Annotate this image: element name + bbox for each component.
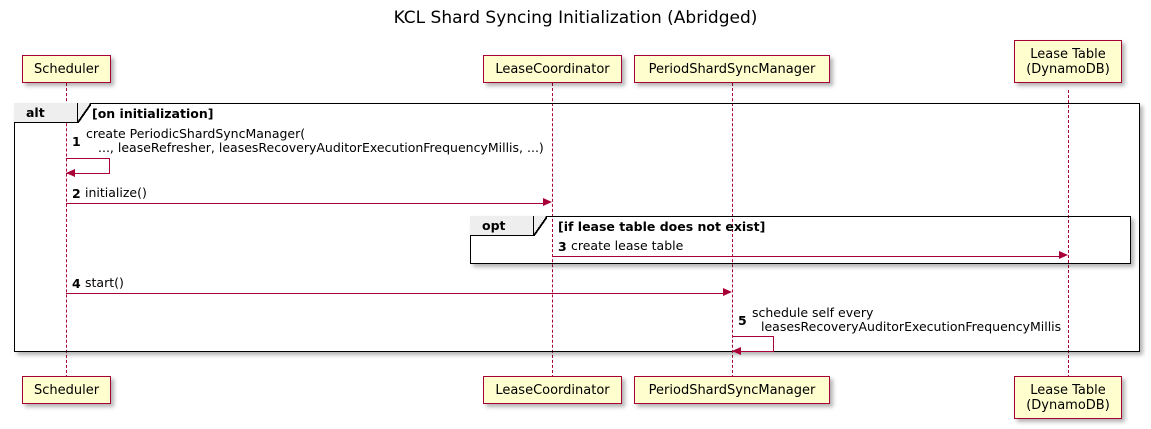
message-1-label-line2: ..., leaseRefresher, leasesRecoveryAudit… (98, 140, 544, 155)
participant-lease-table-bottom-label: Lease Table (DynamoDB) (1026, 382, 1110, 413)
message-5-arrow-head (732, 347, 741, 355)
participant-scheduler-top-label: Scheduler (33, 61, 100, 77)
message-4-arrow-head (723, 288, 732, 296)
message-1-label-line1: create PeriodicShardSyncManager( (86, 126, 306, 141)
participant-lease-coordinator-top[interactable]: LeaseCoordinator (483, 55, 622, 83)
lifeline-period-shard-sync-manager (732, 83, 733, 378)
message-2-number: 2 (72, 186, 81, 201)
message-3-label: create lease table (571, 238, 684, 253)
message-3-number: 3 (558, 239, 567, 254)
participant-period-shard-sync-manager-top[interactable]: PeriodShardSyncManager (634, 55, 830, 83)
alt-frame-label: alt (26, 105, 45, 120)
opt-frame-label: opt (482, 218, 506, 233)
message-1-self-call (66, 158, 110, 174)
message-2-line (66, 203, 543, 204)
alt-frame-tab-notch-stroke (77, 103, 91, 123)
message-3-arrow-head (1059, 251, 1068, 259)
participant-period-shard-sync-manager-top-label: PeriodShardSyncManager (648, 61, 816, 77)
participant-lease-coordinator-bottom-label: LeaseCoordinator (495, 382, 610, 398)
participant-scheduler-bottom-label: Scheduler (33, 382, 100, 398)
participant-lease-table-bottom[interactable]: Lease Table (DynamoDB) (1014, 376, 1122, 419)
opt-frame-tab-notch-stroke (533, 216, 547, 236)
participant-scheduler-bottom[interactable]: Scheduler (22, 376, 111, 404)
participant-period-shard-sync-manager-bottom-label: PeriodShardSyncManager (648, 382, 816, 398)
alt-frame (14, 103, 1140, 352)
lifeline-lease-coordinator (552, 83, 553, 378)
message-4-line (66, 293, 723, 294)
message-5-label-line2: leasesRecoveryAuditorExecutionFrequencyM… (761, 319, 1062, 334)
message-1-arrow-head (66, 169, 75, 177)
alt-frame-tab: alt (14, 103, 78, 123)
lifeline-lease-table (1068, 90, 1069, 378)
participant-lease-coordinator-top-label: LeaseCoordinator (495, 61, 610, 77)
message-4-number: 4 (72, 276, 81, 291)
message-1-number: 1 (72, 134, 81, 149)
opt-frame (470, 216, 1131, 264)
opt-frame-tab: opt (470, 216, 534, 236)
page-title: KCL Shard Syncing Initialization (Abridg… (393, 8, 758, 28)
participant-period-shard-sync-manager-bottom[interactable]: PeriodShardSyncManager (634, 376, 830, 404)
message-5-label-line1: schedule self every (752, 305, 874, 320)
message-3-line (552, 256, 1059, 257)
alt-frame-condition: [on initialization] (92, 106, 214, 121)
message-2-label: initialize() (85, 185, 147, 200)
participant-lease-coordinator-bottom[interactable]: LeaseCoordinator (483, 376, 622, 404)
participant-lease-table-top-label: Lease Table (DynamoDB) (1026, 46, 1110, 77)
message-4-label: start() (85, 275, 124, 290)
lifeline-scheduler (66, 83, 67, 378)
participant-lease-table-top[interactable]: Lease Table (DynamoDB) (1014, 40, 1122, 83)
message-2-arrow-head (543, 198, 552, 206)
message-5-self-call (732, 336, 774, 352)
message-5-number: 5 (738, 313, 747, 328)
participant-scheduler-top[interactable]: Scheduler (22, 55, 111, 83)
opt-frame-condition: [if lease table does not exist] (558, 219, 766, 234)
